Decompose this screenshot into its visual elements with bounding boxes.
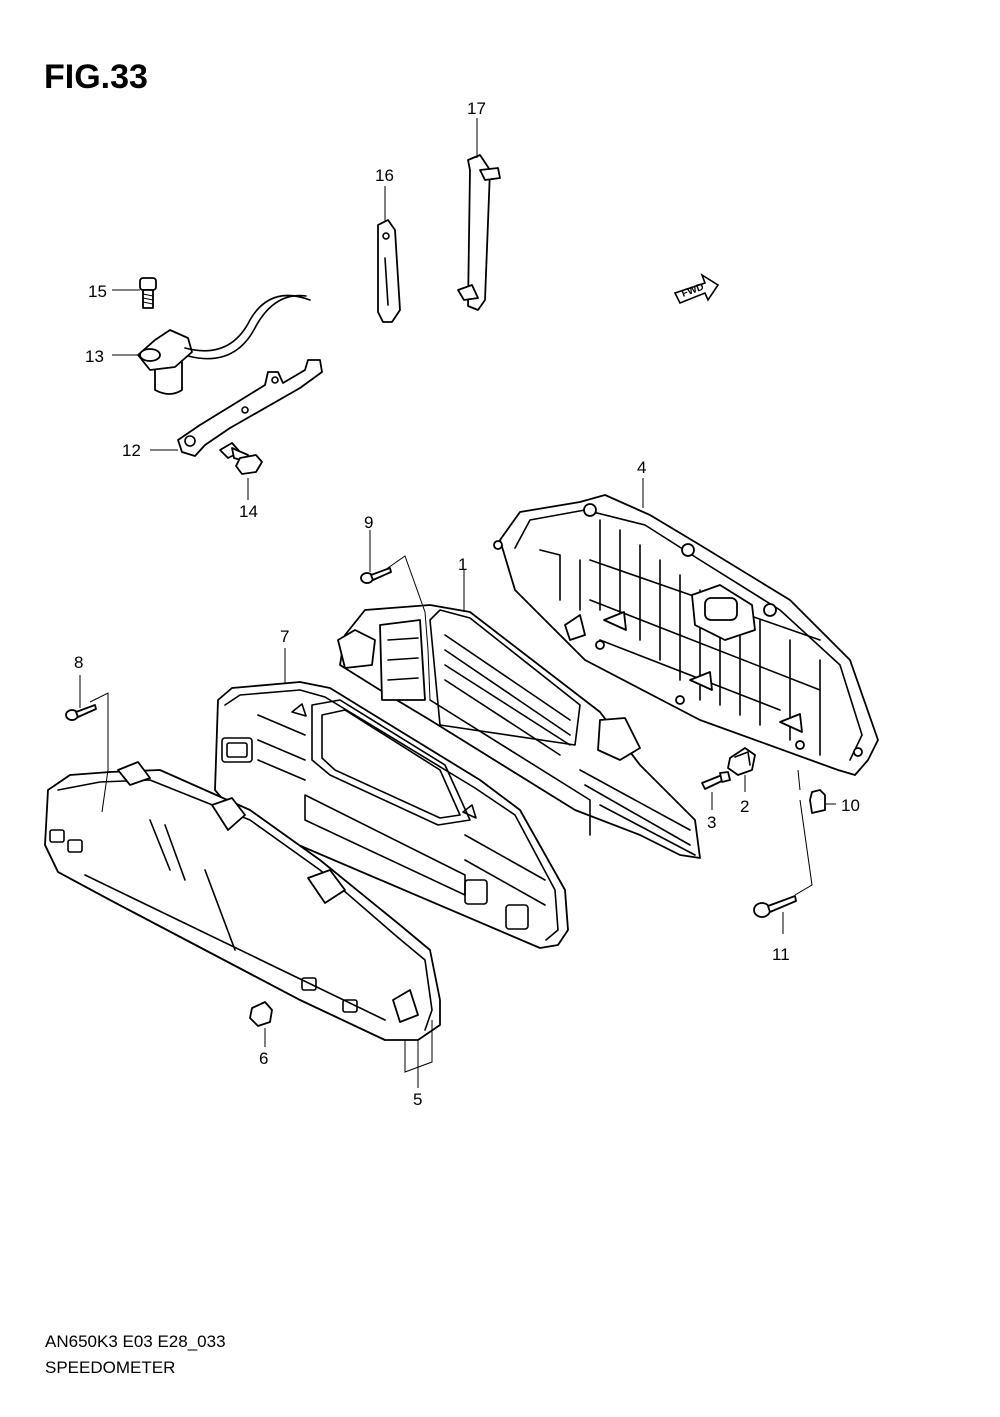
callout-4: 4 (637, 458, 646, 477)
part-bolt-14 (219, 442, 263, 475)
callout-16: 16 (375, 166, 394, 185)
callout-8: 8 (74, 653, 83, 672)
callout-3: 3 (707, 813, 716, 832)
leader-lines (79, 118, 836, 1088)
part-speed-sensor (137, 294, 311, 395)
part-cap-10 (809, 789, 826, 814)
callout-15: 15 (88, 282, 107, 301)
callout-17: 17 (467, 99, 486, 118)
callout-9: 9 (364, 513, 373, 532)
part-rear-case (493, 494, 879, 776)
callout-14: 14 (239, 502, 258, 521)
part-clamp-17 (457, 154, 501, 311)
callout-5: 5 (413, 1090, 422, 1109)
part-bulb-3 (701, 771, 731, 790)
part-bolt-15 (139, 277, 157, 309)
callout-12: 12 (122, 441, 141, 460)
figure-code: AN650K3 E03 E28_033 (45, 1332, 226, 1351)
callout-7: 7 (280, 627, 289, 646)
callout-6: 6 (259, 1049, 268, 1068)
callout-labels: 1 2 3 4 5 6 7 8 9 10 11 12 13 14 15 16 1… (74, 99, 860, 1109)
fwd-arrow-icon: FWD (673, 273, 720, 305)
figure-title: FIG.33 (44, 58, 148, 96)
callout-1: 1 (458, 555, 467, 574)
part-front-cover (44, 761, 441, 1041)
part-screw-11 (753, 895, 797, 918)
part-clip-6 (249, 1001, 273, 1027)
part-strap-16 (377, 219, 401, 323)
callout-13: 13 (85, 347, 104, 366)
part-socket-2 (727, 747, 756, 776)
part-screw-9 (360, 567, 392, 584)
part-circuit-housing (337, 604, 701, 859)
part-bracket (177, 359, 323, 457)
part-screw-8 (65, 704, 97, 721)
callout-11: 11 (772, 945, 790, 964)
callout-10: 10 (841, 796, 860, 815)
callout-2: 2 (740, 797, 749, 816)
figure-name: SPEEDOMETER (45, 1358, 176, 1377)
